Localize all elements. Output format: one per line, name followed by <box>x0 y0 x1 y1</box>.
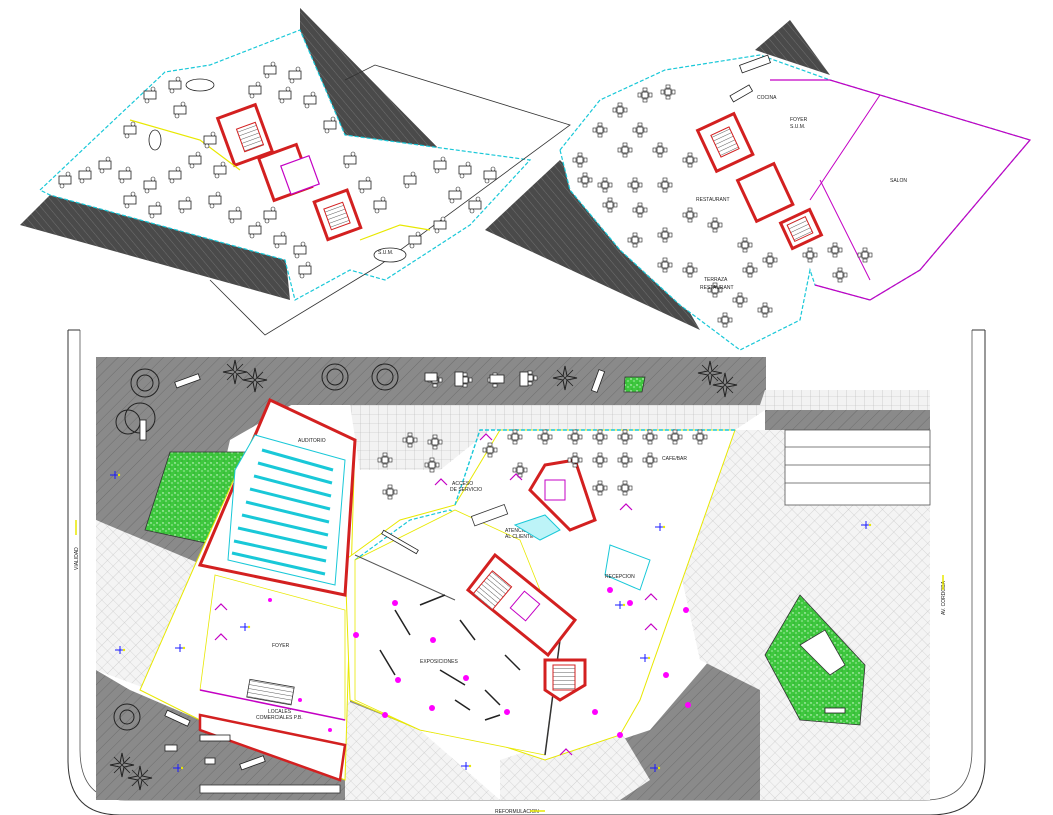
label-exposiciones: EXPOSICIONES <box>420 659 458 665</box>
label-sum: S.U.M. <box>790 124 805 130</box>
label-terraza: TERRAZA <box>704 277 728 283</box>
benches-scatter <box>164 371 529 765</box>
label-al-cliente: AL CLIENTE <box>505 534 534 540</box>
label-cafe-bar: CAFE/BAR <box>662 456 687 462</box>
upper-right-floor-plan: COCINA FOYER S.U.M. SALON RESTAURANT TER… <box>485 20 1032 351</box>
label-salon: SALON <box>890 178 907 184</box>
upper-left-floor-plan: S.U.M. <box>20 8 571 336</box>
label-sum-left: S.U.M. <box>378 250 393 256</box>
label-cocina: COCINA <box>757 95 777 101</box>
label-locales: LOCALES <box>268 709 292 715</box>
label-comerciales: COMERCIALES P.B. <box>256 715 303 721</box>
label-auditorio: AUDITORIO <box>298 438 326 444</box>
label-right-street: AV. CORDOBA <box>941 580 947 615</box>
benches <box>139 369 846 771</box>
label-left-street: VIALIDAD <box>74 547 80 570</box>
label-restaurant: RESTAURANT <box>696 197 730 203</box>
site-plan: AUDITORIO FOYER LOCALES COMERCIALES P.B.… <box>67 329 986 815</box>
label-de-servicio: DE SERVICIO <box>450 487 482 493</box>
label-foyer: FOYER <box>272 643 290 649</box>
label-recepcion: RECEPCION <box>605 574 635 580</box>
entry-doors <box>214 433 658 756</box>
label-terraza-restaurant: RESTAURANT <box>700 285 734 291</box>
auditorium-seating-rows <box>231 448 334 576</box>
label-foyer-top: FOYER <box>790 117 808 123</box>
exhibition-panels <box>379 594 521 721</box>
label-atencion: ATENCION <box>505 528 531 534</box>
lighting-fixtures <box>268 587 691 738</box>
label-acceso: ACCESO <box>452 481 473 487</box>
label-bottom-street: REFORMULACION <box>495 809 539 815</box>
